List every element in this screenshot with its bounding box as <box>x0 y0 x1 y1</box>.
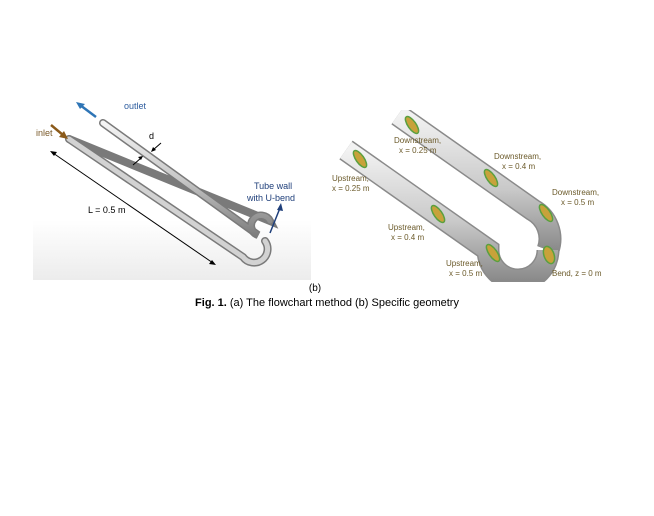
length-arrowhead-end <box>209 260 216 265</box>
label-upstream-025-line2: x = 0.25 m <box>332 184 370 193</box>
subfigure-label: (b) <box>308 283 322 294</box>
section-downstream-04 <box>483 168 499 188</box>
section-upstream-05 <box>485 243 501 263</box>
figure-panel-b: Downstream, x = 0.25 m Downstream, x = 0… <box>328 105 620 292</box>
tube-inner-leg <box>66 136 271 266</box>
outlet-label: outlet <box>124 101 147 111</box>
tube-wall-label-line2: with U-bend <box>246 193 295 203</box>
inlet-label: inlet <box>36 128 53 138</box>
label-downstream-04-line1: Downstream, <box>494 152 541 161</box>
tube-wall-arrowhead <box>277 203 283 211</box>
label-bend: Bend, z = 0 m <box>552 269 602 278</box>
diameter-label: d <box>149 131 154 141</box>
section-downstream-025 <box>404 115 420 135</box>
length-arrowhead-start <box>50 151 57 156</box>
figure-caption: Fig. 1. (a) The flowchart method (b) Spe… <box>0 297 654 309</box>
section-upstream-04 <box>430 204 446 224</box>
label-downstream-04-line2: x = 0.4 m <box>502 162 535 171</box>
caption-prefix: Fig. 1. <box>195 297 227 309</box>
label-upstream-04-line1: Upstream, <box>388 223 425 232</box>
tube-outline <box>65 119 279 239</box>
diameter-arrowhead-top <box>151 147 156 152</box>
u-bend-schematic: outlet inlet d L = 0.5 m Tube wall with … <box>33 101 311 280</box>
label-downstream-025-line2: x = 0.25 m <box>399 146 437 155</box>
length-label: L = 0.5 m <box>88 205 125 215</box>
outlet-arrow <box>79 104 97 118</box>
diameter-arrow-bottom <box>132 157 142 166</box>
figure-panel-a: outlet inlet d L = 0.5 m Tube wall with … <box>33 95 311 280</box>
label-downstream-05-line1: Downstream, <box>552 188 599 197</box>
outlet-arrowhead <box>76 102 85 109</box>
label-upstream-04-line2: x = 0.4 m <box>391 233 424 242</box>
cross-section-geometry: Downstream, x = 0.25 m Downstream, x = 0… <box>332 105 602 292</box>
caption-text: (a) The flowchart method (b) Specific ge… <box>226 297 459 309</box>
length-arrow <box>52 152 214 264</box>
label-upstream-05-line2: x = 0.5 m <box>449 269 482 278</box>
label-downstream-05-line2: x = 0.5 m <box>561 198 594 207</box>
section-downstream-05 <box>538 203 554 223</box>
tube-b-outer <box>392 106 560 254</box>
inlet-arrow <box>50 124 64 136</box>
tube-wall-arrow <box>269 207 281 234</box>
label-upstream-025-line1: Upstream, <box>332 174 369 183</box>
section-upstream-025 <box>352 149 368 169</box>
tube-outer-leg <box>100 120 273 238</box>
label-upstream-05-line1: Upstream, <box>446 259 483 268</box>
label-downstream-025-line1: Downstream, <box>394 136 441 145</box>
tube-wall-label-line1: Tube wall <box>254 181 292 191</box>
diameter-arrowhead-bottom <box>138 156 143 160</box>
section-bend <box>542 245 556 265</box>
tube-b-inner <box>340 141 558 290</box>
inlet-arrowhead <box>59 131 68 139</box>
